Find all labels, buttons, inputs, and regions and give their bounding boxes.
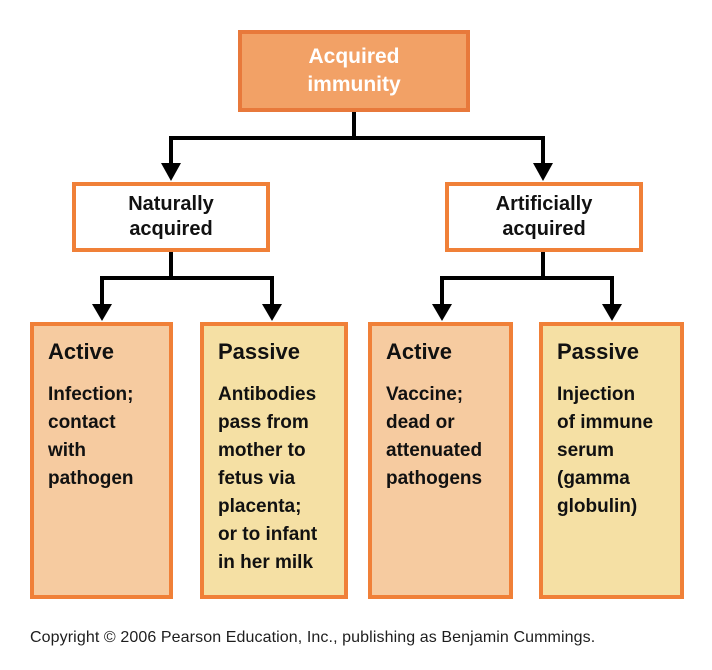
leaf-heading: Active xyxy=(48,339,115,364)
node-acquired-immunity: Acquired immunity xyxy=(238,30,470,112)
node-artificially-acquired: Artificially acquired xyxy=(445,182,643,252)
node-passive-naturally: Passive Antibodies pass from mother to f… xyxy=(200,322,348,599)
leaf-heading: Active xyxy=(386,339,453,364)
node-passive-artificially: Passive Injection of immune serum (gamma… xyxy=(539,322,684,599)
leaf-heading: Passive xyxy=(557,339,639,364)
leaf-body: Vaccine; dead or attenuated pathogens xyxy=(386,384,483,489)
leaf-body: Antibodies pass from mother to fetus via… xyxy=(218,384,318,573)
leaf-body: Injection of immune serum (gamma globuli… xyxy=(557,384,654,517)
leaf-body: Infection; contact with pathogen xyxy=(48,384,134,489)
copyright-text: Copyright © 2006 Pearson Education, Inc.… xyxy=(30,629,596,646)
leaf-heading: Passive xyxy=(218,339,300,364)
node-active-naturally: Active Infection; contact with pathogen xyxy=(30,322,173,599)
node-active-artificially: Active Vaccine; dead or attenuated patho… xyxy=(368,322,513,599)
node-naturally-acquired: Naturally acquired xyxy=(72,182,270,252)
